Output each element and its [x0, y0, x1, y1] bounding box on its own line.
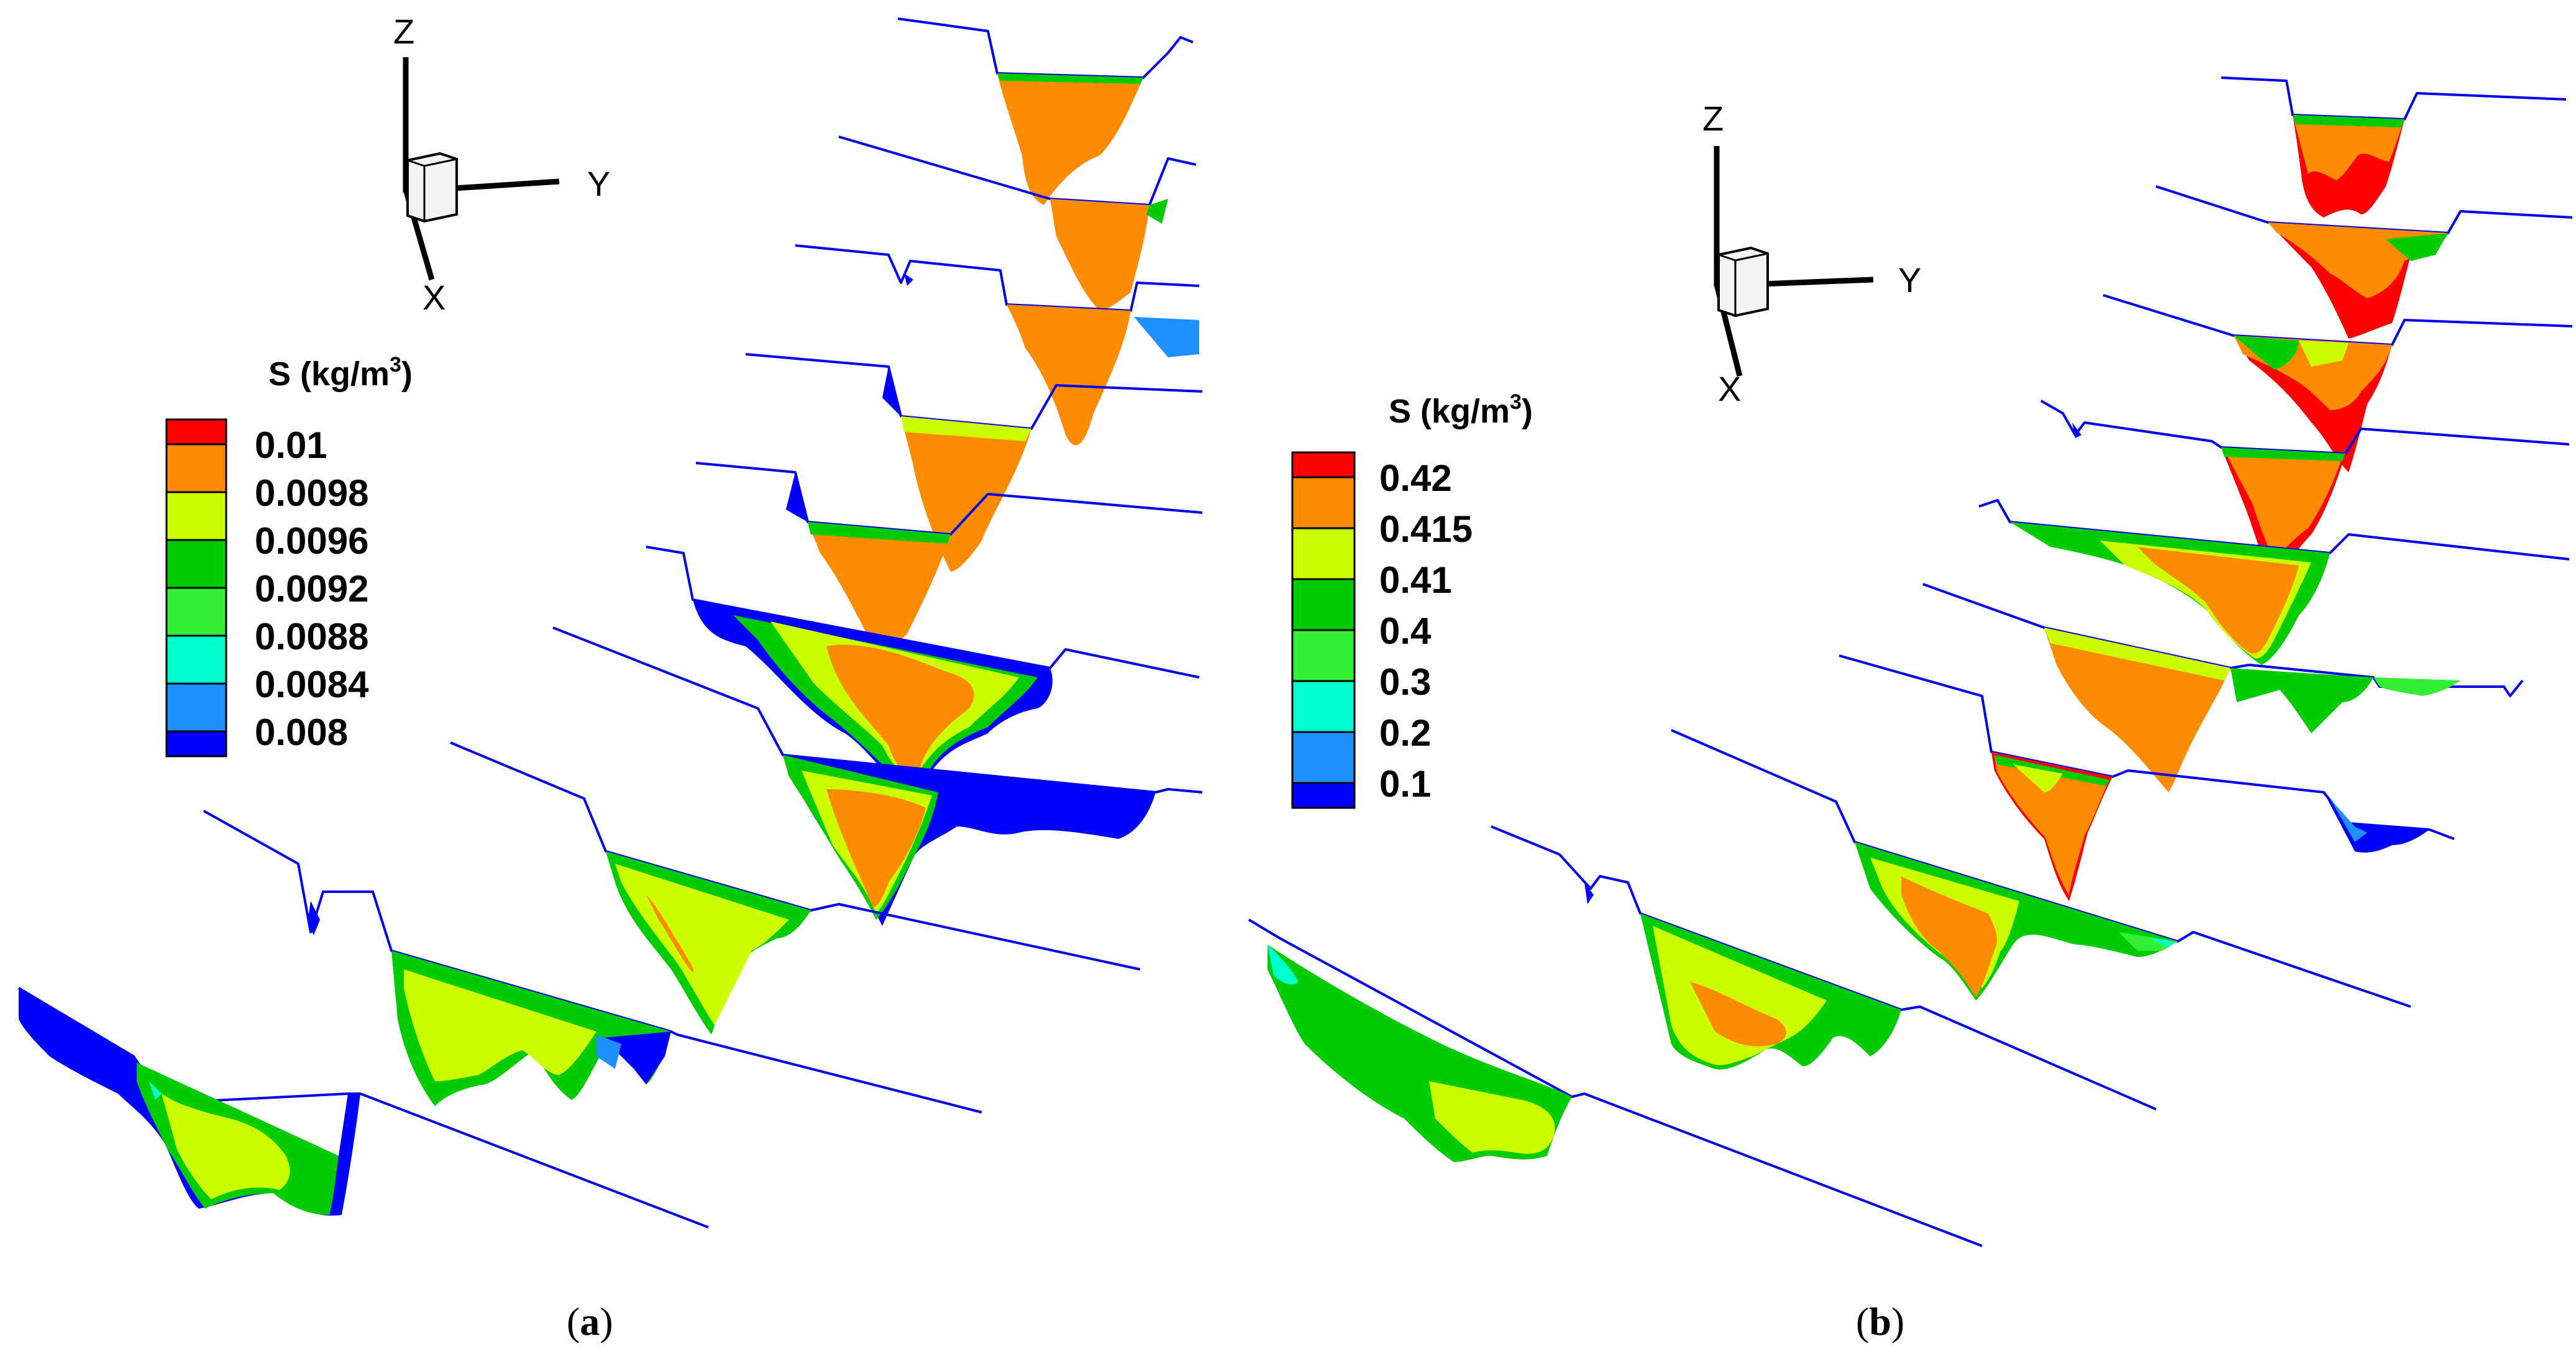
legend-b-label: 0.1: [1379, 763, 1431, 805]
cross-section: [838, 135, 1197, 311]
legend-a-label: 0.0092: [255, 568, 369, 610]
cross-section: [2221, 76, 2567, 217]
legend-a-swatch-orange: [165, 443, 227, 493]
legend-b-swatch-green: [1291, 578, 1356, 631]
caption-b: (b): [1856, 1299, 1904, 1343]
legend-b-label: 0.41: [1379, 559, 1452, 601]
axis-triad-b: Z Y X: [1702, 99, 1921, 408]
legend-b-label: 0.42: [1379, 457, 1452, 499]
legend-a-swatch-red: [165, 418, 227, 446]
legend-b-swatch-red: [1291, 451, 1356, 478]
legend-a-label: 0.008: [255, 712, 348, 753]
axis-triad-a: Z Y X: [393, 12, 610, 317]
cross-section: [17, 987, 709, 1229]
axis-y-label: Y: [1898, 260, 1921, 300]
cross-section: [1491, 825, 2157, 1110]
panel-b: Z Y X S (kg/m3) 0.42 0.415 0.41 0.4 0.3 …: [1248, 76, 2573, 1343]
cross-sections-a: [17, 17, 1203, 1229]
axis-cube-icon: [406, 152, 458, 223]
cross-section: [695, 462, 1203, 652]
legend-a-swatch-yellow: [165, 491, 227, 541]
legend-a-swatch-blue: [165, 730, 227, 758]
legend-b-swatch-blue: [1291, 782, 1356, 809]
axis-x-label: X: [422, 278, 445, 317]
caption-a: (a): [567, 1299, 613, 1343]
axis-z-label: Z: [393, 12, 414, 51]
cross-section: [646, 546, 1200, 799]
cross-section: [1248, 918, 1983, 1247]
axis-x-label: X: [1718, 369, 1741, 408]
cross-section: [897, 17, 1194, 205]
axis-cube-icon: [1717, 246, 1769, 318]
legend-a-swatch-light-blue: [165, 682, 227, 733]
legend-a-swatch-light-green: [165, 587, 227, 637]
legend-b-swatch-yellow: [1291, 527, 1356, 580]
cross-section: [1838, 654, 2455, 901]
cross-section: [1922, 583, 2524, 792]
cross-section: [552, 626, 1203, 926]
cross-section: [2103, 294, 2573, 472]
legend-a-label: 0.01: [255, 424, 327, 466]
panel-a: Z Y X S (kg/m3) 0.01 0.0098 0.0096 0.009…: [17, 12, 1203, 1343]
legend-b-title: S (kg/m3): [1389, 390, 1533, 430]
cross-section: [450, 741, 1141, 1035]
cross-section: [2040, 400, 2570, 584]
legend-a-label: 0.0096: [255, 520, 369, 562]
legend-a-label: 0.0088: [255, 616, 369, 657]
legend-a-swatch-green: [165, 539, 227, 589]
legend-b-label: 0.3: [1379, 661, 1431, 703]
legend-b-label: 0.415: [1379, 508, 1473, 550]
legend-b-label: 0.2: [1379, 712, 1431, 754]
legend-a-label: 0.0084: [255, 664, 369, 705]
cross-section: [2155, 185, 2573, 339]
legend-b-label: 0.4: [1379, 610, 1432, 652]
cross-sections-b: [1248, 76, 2573, 1247]
legend-a: S (kg/m3) 0.01 0.0098 0.0096 0.0092 0.00…: [165, 353, 413, 758]
cross-section: [1671, 729, 2411, 1008]
cross-section: [203, 810, 982, 1114]
legend-a-label: 0.0098: [255, 472, 369, 514]
axis-y-label: Y: [587, 164, 610, 203]
cross-section: [745, 353, 1203, 572]
cross-section: [1978, 499, 2570, 665]
legend-a-swatch-cyan: [165, 634, 227, 685]
legend-b-swatch-cyan: [1291, 680, 1356, 733]
legend-b-swatch-light-blue: [1291, 731, 1356, 784]
legend-b-swatch-light-green: [1291, 629, 1356, 682]
legend-b-swatch-orange: [1291, 476, 1356, 529]
cross-section: [795, 244, 1200, 446]
axis-z-label: Z: [1702, 99, 1724, 138]
legend-b: S (kg/m3) 0.42 0.415 0.41 0.4 0.3 0.2 0.…: [1291, 390, 1533, 809]
legend-a-title: S (kg/m3): [268, 353, 413, 393]
